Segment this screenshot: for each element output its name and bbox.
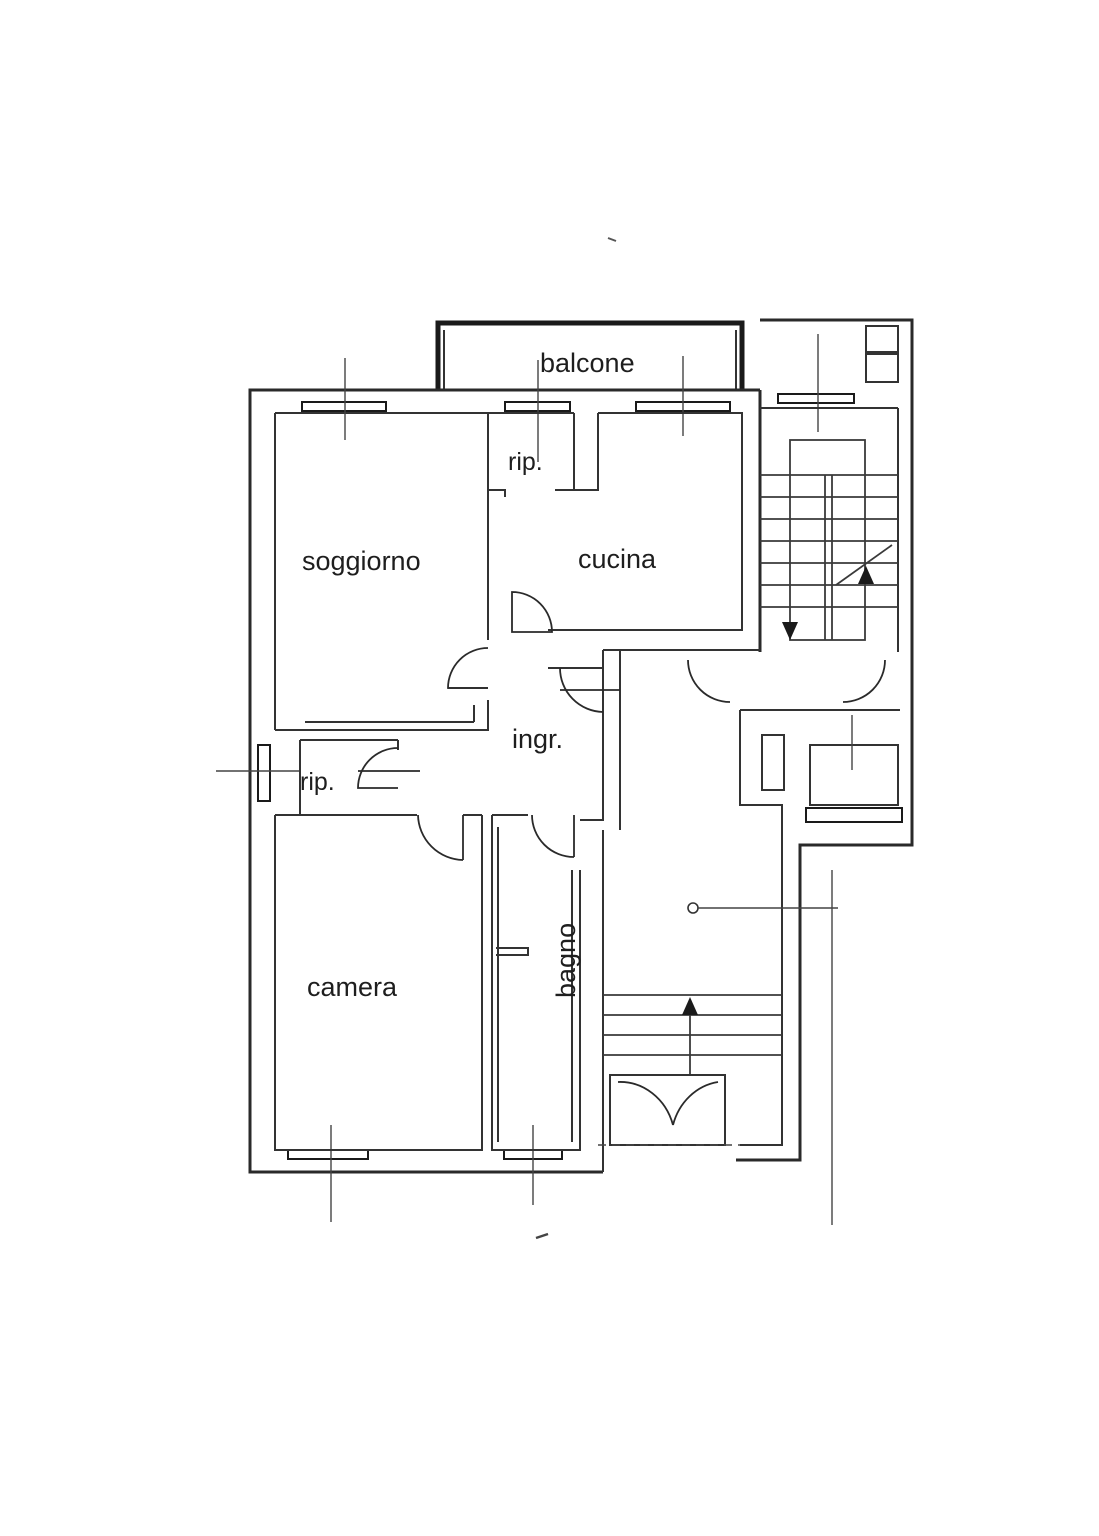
arrow-down-icon (782, 622, 798, 640)
stairwell (598, 318, 914, 1225)
window-axes (216, 334, 819, 1222)
label-bagno: bagno (551, 923, 581, 998)
label-ingresso: ingr. (512, 724, 563, 754)
window-landing (805, 807, 903, 823)
arrow-up-icon (858, 566, 874, 584)
window-stair (777, 393, 855, 404)
lift-box (809, 744, 899, 806)
label-rip-left: rip. (300, 768, 335, 796)
balcony (435, 320, 745, 390)
arrow-up-icon-2 (682, 997, 698, 1015)
meter-box (761, 734, 785, 791)
duct-2 (865, 351, 899, 383)
label-soggiorno: soggiorno (302, 546, 421, 576)
window-camera (287, 1149, 369, 1160)
window-rip-left (257, 744, 271, 802)
label-rip-top: rip. (508, 448, 543, 476)
duct-1 (865, 325, 899, 355)
window-soggiorno (301, 401, 387, 412)
doors (357, 591, 886, 861)
label-camera: camera (307, 972, 398, 1002)
room-labels: balcone rip. soggiorno cucina ingr. rip.… (300, 348, 657, 1002)
interior-walls (274, 390, 762, 1172)
label-cucina: cucina (578, 544, 657, 574)
scan-specks (535, 237, 617, 1240)
label-balcone: balcone (540, 348, 635, 378)
